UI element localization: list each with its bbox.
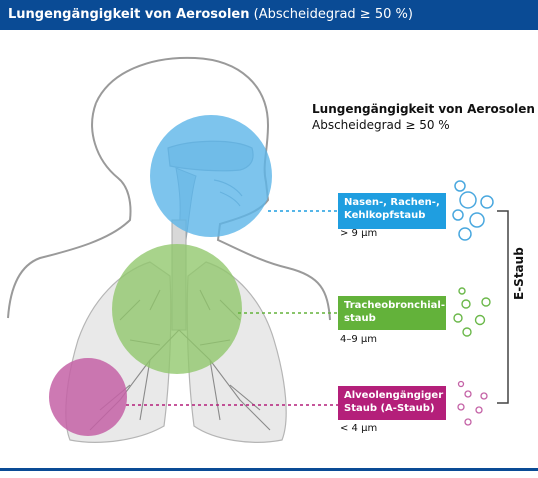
size-nasal: > 9 µm — [340, 228, 378, 239]
neck-outline — [7, 102, 132, 319]
label-tracheobronchial: Tracheobronchial- staub — [338, 296, 446, 330]
size-alveolar: < 4 µm — [340, 423, 378, 434]
bottom-rule — [0, 468, 538, 471]
header-title: Lungengängigkeit von Aerosolen — [8, 7, 250, 22]
label-nasal-line2: Kehlkopfstaub — [344, 210, 426, 221]
e-staub-bracket — [497, 210, 509, 404]
figure-title-line2: Abscheidegrad ≥ 50 % — [312, 118, 450, 132]
circle-nasal — [150, 115, 272, 237]
particles-nasal — [452, 180, 494, 241]
circle-tracheobronchial — [112, 244, 242, 374]
circle-alveolar — [49, 358, 127, 436]
label-tracheobronchial-line2: staub — [344, 313, 376, 324]
label-tracheobronchial-line1: Tracheobronchial- — [344, 300, 445, 311]
label-nasal: Nasen-, Rachen-, Kehlkopfstaub — [338, 193, 446, 229]
header-bar: Lungengängigkeit von Aerosolen (Abscheid… — [0, 0, 538, 30]
label-alveolar-line1: Alveolengängiger — [344, 390, 444, 401]
diagram-canvas — [7, 56, 509, 443]
particles-alveolar — [457, 380, 488, 426]
particles-tracheobronchial — [453, 287, 491, 337]
label-alveolar-line2: Staub (A-Staub) — [344, 403, 435, 414]
figure-title: Lungengängigkeit von Aerosolen Abscheide… — [312, 102, 535, 132]
label-alveolar: Alveolengängiger Staub (A-Staub) — [338, 386, 446, 420]
label-nasal-line1: Nasen-, Rachen-, — [344, 197, 440, 208]
figure-title-line1: Lungengängigkeit von Aerosolen — [312, 102, 535, 116]
size-tracheobronchial: 4–9 µm — [340, 334, 378, 345]
header-subtitle: (Abscheidegrad ≥ 50 %) — [253, 7, 413, 22]
e-staub-label: E-Staub — [512, 247, 526, 300]
